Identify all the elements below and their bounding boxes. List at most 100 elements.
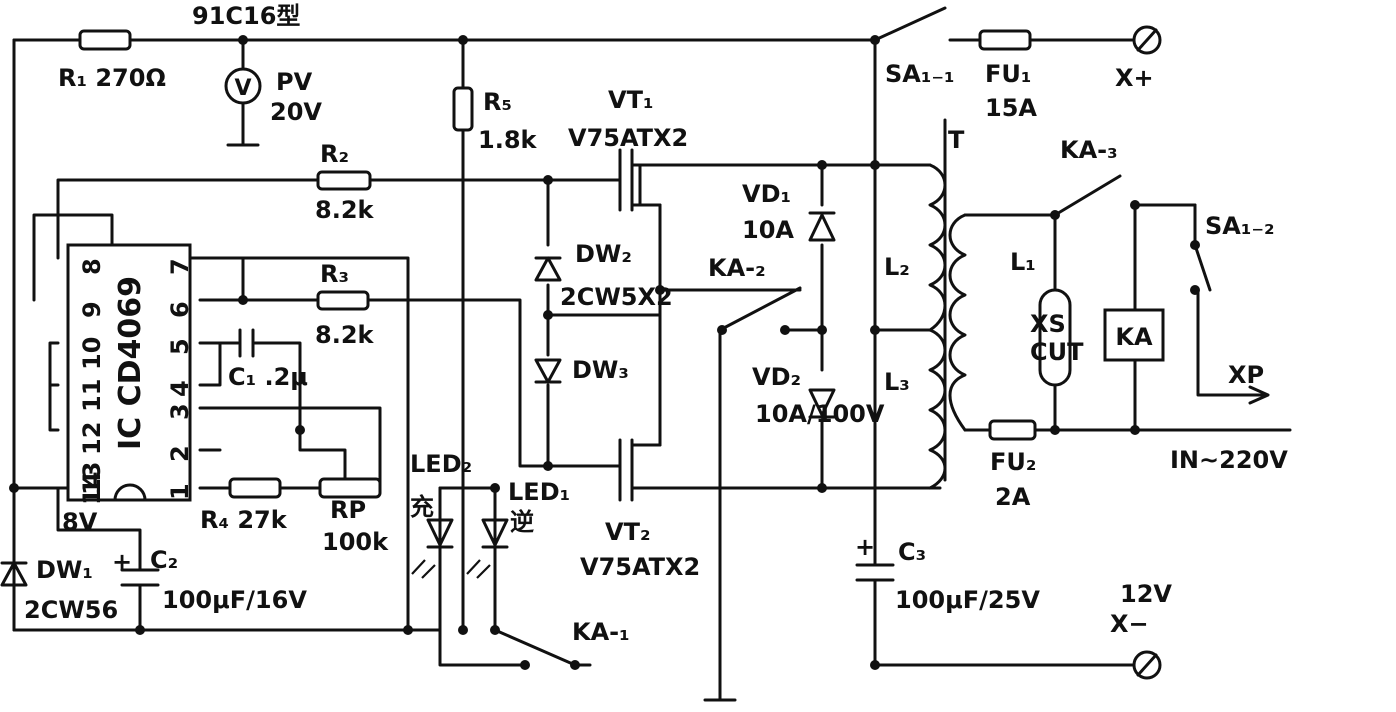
ic-cd4069: IC CD4069	[66, 243, 192, 502]
mosfet-vt2	[618, 438, 662, 502]
label-c2-plus: +	[112, 548, 132, 576]
label-vd1: VD₁	[742, 180, 791, 208]
zener-dw1	[0, 561, 28, 587]
inductor-l3	[928, 328, 947, 490]
label-x-plus: X+	[1115, 64, 1154, 92]
voltmeter-pv: V	[224, 67, 262, 105]
svg-text:KA: KA	[1115, 323, 1153, 351]
label-r2: R₂	[320, 140, 349, 168]
svg-text:9: 9	[78, 301, 106, 318]
label-vt1-value: V75ATX2	[568, 124, 688, 152]
label-12v: 12V	[1120, 580, 1172, 608]
wiring	[12, 6, 1292, 702]
diode-vd2	[808, 388, 836, 419]
svg-text:11: 11	[78, 379, 106, 412]
zener-dw3	[534, 358, 562, 384]
label-rp-value: 100k	[322, 528, 389, 556]
svg-text:5: 5	[166, 338, 194, 355]
label-r3-value: 8.2k	[315, 321, 375, 349]
terminal-x-plus	[1132, 25, 1162, 55]
component-labels: 91C16型 R₁ 270Ω PV 20V R₅ 1.8k VT₁ V75ATX…	[24, 2, 1288, 646]
label-c2: C₂	[150, 546, 178, 574]
label-vd2: VD₂	[752, 363, 801, 391]
label-led-charge: LED₂	[410, 450, 472, 478]
label-l1: L₁	[1010, 248, 1036, 276]
label-dw3: DW₃	[572, 356, 629, 384]
label-r5-value: 1.8k	[478, 126, 538, 154]
label-vd2-value: 10A/100V	[755, 400, 885, 428]
svg-text:IC CD4069: IC CD4069	[113, 276, 148, 450]
led-charge	[411, 518, 454, 579]
label-dw-part: 2CW5X2	[560, 283, 673, 311]
label-fu1: FU₁	[985, 60, 1031, 88]
label-sa1-2: SA₁₋₂	[1205, 212, 1275, 240]
label-dw2: DW₂	[575, 240, 632, 268]
zener-dw2	[534, 256, 562, 282]
svg-text:12: 12	[78, 422, 106, 455]
label-led-inverter: LED₁	[508, 478, 570, 506]
label-l3: L₃	[884, 368, 910, 396]
led-inverter	[466, 518, 509, 579]
resistor-r2	[316, 170, 372, 191]
label-transformer-t: T	[948, 126, 965, 154]
label-pv-value: 20V	[270, 98, 322, 126]
mosfet-vt1	[618, 148, 662, 212]
label-l2: L₂	[884, 253, 910, 281]
label-ka1: KA-₁	[572, 618, 630, 646]
label-fu2: FU₂	[990, 448, 1036, 476]
label-c2-value: 100μF/16V	[162, 586, 307, 614]
label-fu2-value: 2A	[995, 483, 1031, 511]
capacitor-c2	[120, 568, 160, 612]
label-xp: XP	[1228, 361, 1264, 389]
label-r1: R₁ 270Ω	[58, 64, 166, 92]
svg-text:1: 1	[166, 483, 194, 500]
svg-text:3: 3	[166, 403, 194, 420]
label-vt2: VT₂	[605, 518, 650, 546]
terminal-x-minus	[1132, 650, 1162, 680]
svg-text:4: 4	[166, 380, 194, 397]
svg-text:2: 2	[166, 445, 194, 462]
label-led-inverter-cn: 逆	[510, 508, 534, 536]
label-vt1: VT₁	[608, 86, 653, 114]
label-r2-value: 8.2k	[315, 196, 375, 224]
junction-dots	[9, 35, 1200, 670]
label-led-charge-cn: 充	[410, 493, 434, 521]
label-fu1-value: 15A	[985, 94, 1037, 122]
resistor-r3	[316, 290, 370, 311]
inductor-l2	[928, 163, 947, 332]
label-c3: C₃	[898, 538, 926, 566]
label-c3-plus: +	[855, 533, 875, 561]
label-c1: C₁ .2μ	[228, 363, 308, 391]
capacitor-c1	[238, 328, 255, 358]
fuse-fu2	[988, 419, 1037, 441]
label-ka2: KA-₂	[708, 254, 766, 282]
label-ac-input: IN~220V	[1170, 446, 1288, 474]
inductor-l1	[948, 213, 967, 432]
svg-text:13: 13	[78, 462, 106, 495]
socket-xs	[1038, 288, 1072, 387]
relay-coil-ka: KA	[1103, 308, 1165, 362]
svg-text:8: 8	[78, 258, 106, 275]
resistor-r5	[452, 86, 474, 132]
svg-text:6: 6	[166, 301, 194, 318]
resistor-r4	[228, 477, 282, 499]
fuse-fu1	[978, 29, 1032, 51]
svg-text:V: V	[234, 76, 251, 101]
svg-text:7: 7	[166, 258, 194, 275]
label-r5: R₅	[483, 88, 512, 116]
label-8v: 8V	[62, 508, 98, 536]
diagram-title: 91C16型	[192, 2, 300, 30]
label-r4: R₄ 27k	[200, 506, 288, 534]
label-dw1: DW₁	[36, 556, 93, 584]
label-pv: PV	[276, 68, 313, 96]
label-dw1-value: 2CW56	[24, 596, 118, 624]
potentiometer-rp	[318, 468, 382, 499]
capacitor-c3	[855, 538, 895, 582]
label-c3-value: 100μF/25V	[895, 586, 1040, 614]
label-xs-sub: CUT	[1030, 338, 1084, 366]
label-rp: RP	[330, 496, 366, 524]
ic-pin-labels: 8 9 10 11 12 13 14 7 6 5 4 3 2 1	[78, 258, 194, 505]
label-x-minus: X−	[1110, 610, 1149, 638]
diode-vd1	[808, 211, 836, 242]
